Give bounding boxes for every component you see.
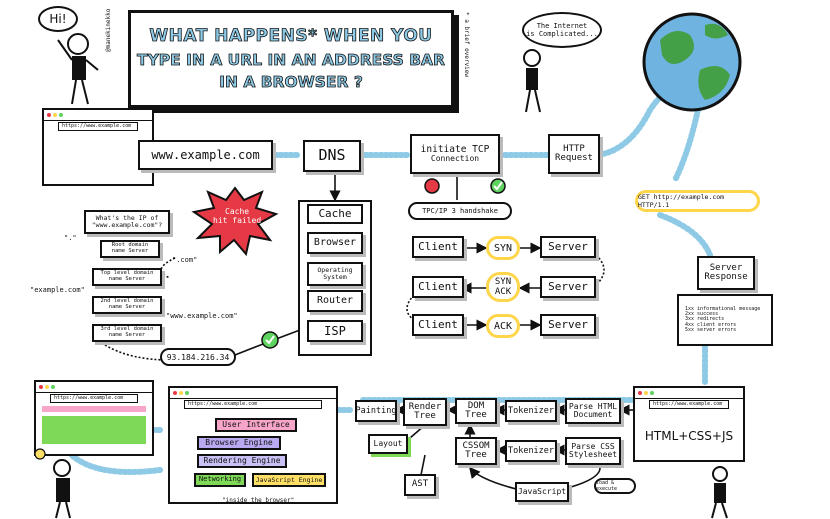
minimize-dot-icon [53, 113, 57, 117]
query-www: "www.example.com" [166, 312, 238, 320]
title-line-2: TYPE IN A URL IN AN ADDRESS BAR [137, 50, 446, 69]
tcp-connection-box: initiate TCP Connection [410, 134, 500, 174]
html-tokenizer-box: Tokenizer [505, 400, 557, 422]
load-execute-pill: load & execute [594, 478, 636, 494]
browser-window-response: https://www.example.com HTML+CSS+JS [633, 386, 745, 462]
query-root: "." [64, 234, 77, 242]
hi-speech-bubble: Hi! [38, 6, 78, 32]
minimize-dot-icon [179, 391, 183, 395]
status-code-row: 3xx redirects [685, 316, 725, 323]
maximize-dot-icon [650, 391, 654, 395]
title-line-3: IN A BROWSER ? [219, 72, 363, 91]
title-line-1: WHAT HAPPENS* WHEN YOU [149, 25, 433, 46]
root-server-box: Root domain name Server [100, 240, 160, 258]
third-level-server-box: 3rd level domain name Server [92, 324, 162, 342]
javascript-box: JavaScript [515, 482, 569, 502]
handshake-server-2: Server [540, 276, 596, 298]
query-com: ".com" [172, 256, 198, 264]
syn-message: SYN [486, 236, 520, 260]
inside-browser-caption: "inside the browser" [222, 497, 295, 504]
internet-speech-bubble: The Internet is Complicated... [522, 12, 602, 48]
status-code-row: 2xx success [685, 311, 719, 318]
dom-tree-box: DOM Tree [455, 398, 497, 424]
router-cache-box: Router [307, 290, 363, 312]
status-code-row: 4xx client errors [685, 321, 737, 328]
parse-html-box: Parse HTML Document [565, 398, 621, 424]
minimize-dot-icon [45, 385, 49, 389]
layout-box: Layout [368, 434, 408, 454]
handshake-title: TPC/IP 3 handshake [408, 202, 512, 220]
handshake-client-2: Client [412, 276, 464, 298]
query-example: "example.com" [30, 286, 85, 294]
browser-window-start: https://www.example.com [42, 108, 154, 186]
isp-cache-box: ISP [307, 320, 363, 342]
maximize-dot-icon [185, 391, 189, 395]
close-dot-icon [638, 391, 642, 395]
get-request-pill: GET http://example.com HTTP/1.1 [635, 190, 760, 212]
status-code-row: 5xx server errors [685, 326, 737, 333]
tld-server-box: Top level domain name Server [92, 268, 162, 286]
handshake-client-1: Client [412, 236, 464, 258]
ast-box: AST [404, 474, 436, 496]
address-bar[interactable]: https://www.example.com [50, 394, 138, 403]
ip-question-box: What's the IP of "www.example.com"? [84, 210, 170, 234]
ip-address-pill: 93.184.216.34 [160, 348, 236, 366]
cache-box: Cache [307, 204, 363, 224]
maximize-dot-icon [51, 385, 55, 389]
url-box: www.example.com [138, 140, 273, 170]
close-dot-icon [39, 385, 43, 389]
http-request-box: HTTP Request [548, 134, 600, 174]
rendering-engine-layer: Rendering Engine [197, 454, 287, 468]
address-bar[interactable]: https://www.example.com [649, 400, 729, 409]
syn-ack-message: SYN ACK [486, 272, 520, 302]
minimize-dot-icon [644, 391, 648, 395]
address-bar[interactable]: https://www.example.com [58, 122, 138, 131]
networking-layer: Networking [194, 473, 246, 487]
css-tokenizer-box: Tokenizer [505, 440, 557, 462]
browser-engine-layer: Browser Engine [197, 436, 281, 450]
javascript-engine-layer: JavaScript Engine [252, 473, 326, 487]
ack-message: ACK [486, 314, 520, 338]
page-hero-image [42, 416, 146, 444]
parse-css-box: Parse CSS Stylesheet [565, 437, 621, 465]
os-cache-box: Operating System [307, 262, 363, 286]
html-css-js-label: HTML+CSS+JS [644, 429, 734, 443]
page-header-block [42, 406, 146, 412]
title-box: WHAT HAPPENS* WHEN YOU TYPE IN A URL IN … [128, 10, 454, 108]
browser-window-rendered: https://www.example.com [34, 380, 154, 456]
status-code-row: 1xx informational message [685, 305, 761, 312]
handshake-client-3: Client [412, 314, 464, 336]
maximize-dot-icon [59, 113, 63, 117]
dns-box: DNS [303, 140, 361, 172]
handshake-server-1: Server [540, 236, 596, 258]
painting-box: Painting [355, 400, 397, 422]
close-dot-icon [47, 113, 51, 117]
status-codes-box: 1xx informational message 2xx success 3x… [677, 294, 773, 346]
browser-cache-box: Browser [307, 232, 363, 254]
close-dot-icon [173, 391, 177, 395]
second-level-server-box: 2nd level domain name Server [92, 296, 162, 314]
handshake-server-3: Server [540, 314, 596, 336]
user-interface-layer: User Interface [215, 418, 297, 432]
cssom-tree-box: CSSOM Tree [455, 437, 497, 465]
server-response-box: Server Response [697, 256, 755, 290]
render-tree-box: Render Tree [403, 398, 447, 426]
cache-miss-label: Cache hit failed [213, 207, 262, 225]
address-bar[interactable]: https://www.example.com [184, 400, 322, 409]
